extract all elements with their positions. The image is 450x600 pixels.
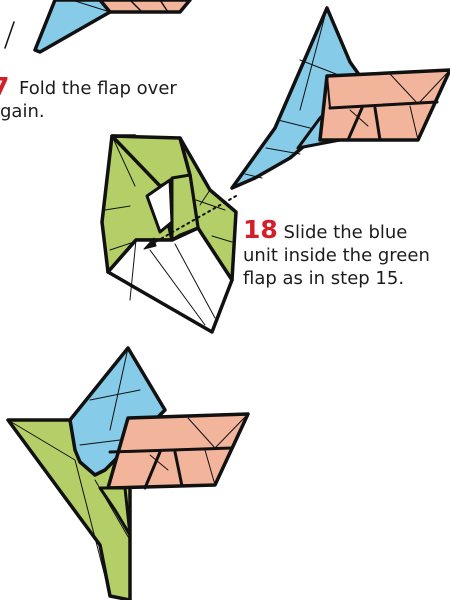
step-17-instruction: 7 Fold the flap over gain.	[0, 77, 180, 123]
step17-model-fragment	[5, 0, 190, 52]
step17-salmon-unit	[100, 0, 190, 12]
step-18-instruction: 18 Slide the blue unit inside the green …	[243, 218, 450, 290]
step17-blue-unit	[35, 0, 110, 52]
step-number: 18	[243, 215, 278, 244]
step18-blue-salmon-model	[232, 8, 450, 188]
step-number: 7	[0, 75, 9, 98]
fold-dashed-line	[5, 22, 14, 48]
step-text: Fold the flap over gain.	[0, 77, 180, 123]
assembled-model	[8, 348, 248, 600]
